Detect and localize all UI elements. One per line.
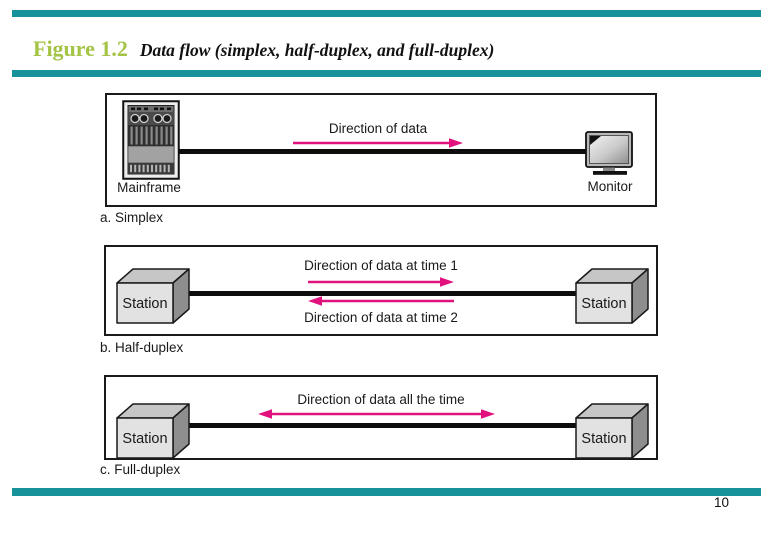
left-device-label: Mainframe: [117, 180, 181, 195]
panel-half-duplex: Station Station Direction of data at tim…: [104, 245, 658, 336]
panel-caption-half-duplex: b. Half-duplex: [100, 340, 184, 355]
mainframe-icon: [122, 100, 180, 180]
flow-label-all-time: Direction of data all the time: [297, 392, 465, 407]
page-number: 10: [714, 495, 730, 510]
bottom-accent-bar: [12, 488, 761, 496]
station-3d-box-icon: Station: [575, 403, 649, 459]
arrow-right-icon: [308, 277, 454, 287]
station-label: Station: [122, 296, 167, 312]
station-3d-box-icon: Station: [116, 268, 190, 324]
station-3d-box-icon: Station: [575, 268, 649, 324]
flow-label-time1: Direction of data at time 1: [304, 258, 458, 273]
arrow-left-icon: [308, 296, 454, 306]
link-line: [171, 291, 583, 296]
title-underline-bar: [12, 70, 761, 77]
right-device-label: Monitor: [587, 179, 633, 194]
station-label: Station: [581, 296, 626, 312]
figure-number: Figure 1.2: [33, 36, 128, 61]
slide-title: Figure 1.2 Data flow (simplex, half-dupl…: [33, 36, 494, 62]
panel-full-duplex: Station Station Direction of data all th…: [104, 375, 658, 460]
station-label: Station: [122, 431, 167, 447]
arrow-right-icon: [293, 138, 463, 148]
monitor-icon: [585, 131, 633, 175]
arrow-double-icon: [258, 409, 495, 419]
link-line: [178, 149, 590, 154]
station-label: Station: [581, 431, 626, 447]
flow-label: Direction of data: [328, 121, 428, 136]
figure-title: Data flow (simplex, half-duplex, and ful…: [139, 40, 495, 60]
flow-label-time2: Direction of data at time 2: [304, 310, 458, 325]
panel-caption-full-duplex: c. Full-duplex: [100, 462, 181, 477]
panel-caption-simplex: a. Simplex: [100, 210, 164, 225]
top-accent-bar: [12, 10, 761, 17]
panel-simplex: Mainframe Direction of data Monitor: [105, 93, 657, 207]
station-3d-box-icon: Station: [116, 403, 190, 459]
link-line: [171, 423, 583, 428]
